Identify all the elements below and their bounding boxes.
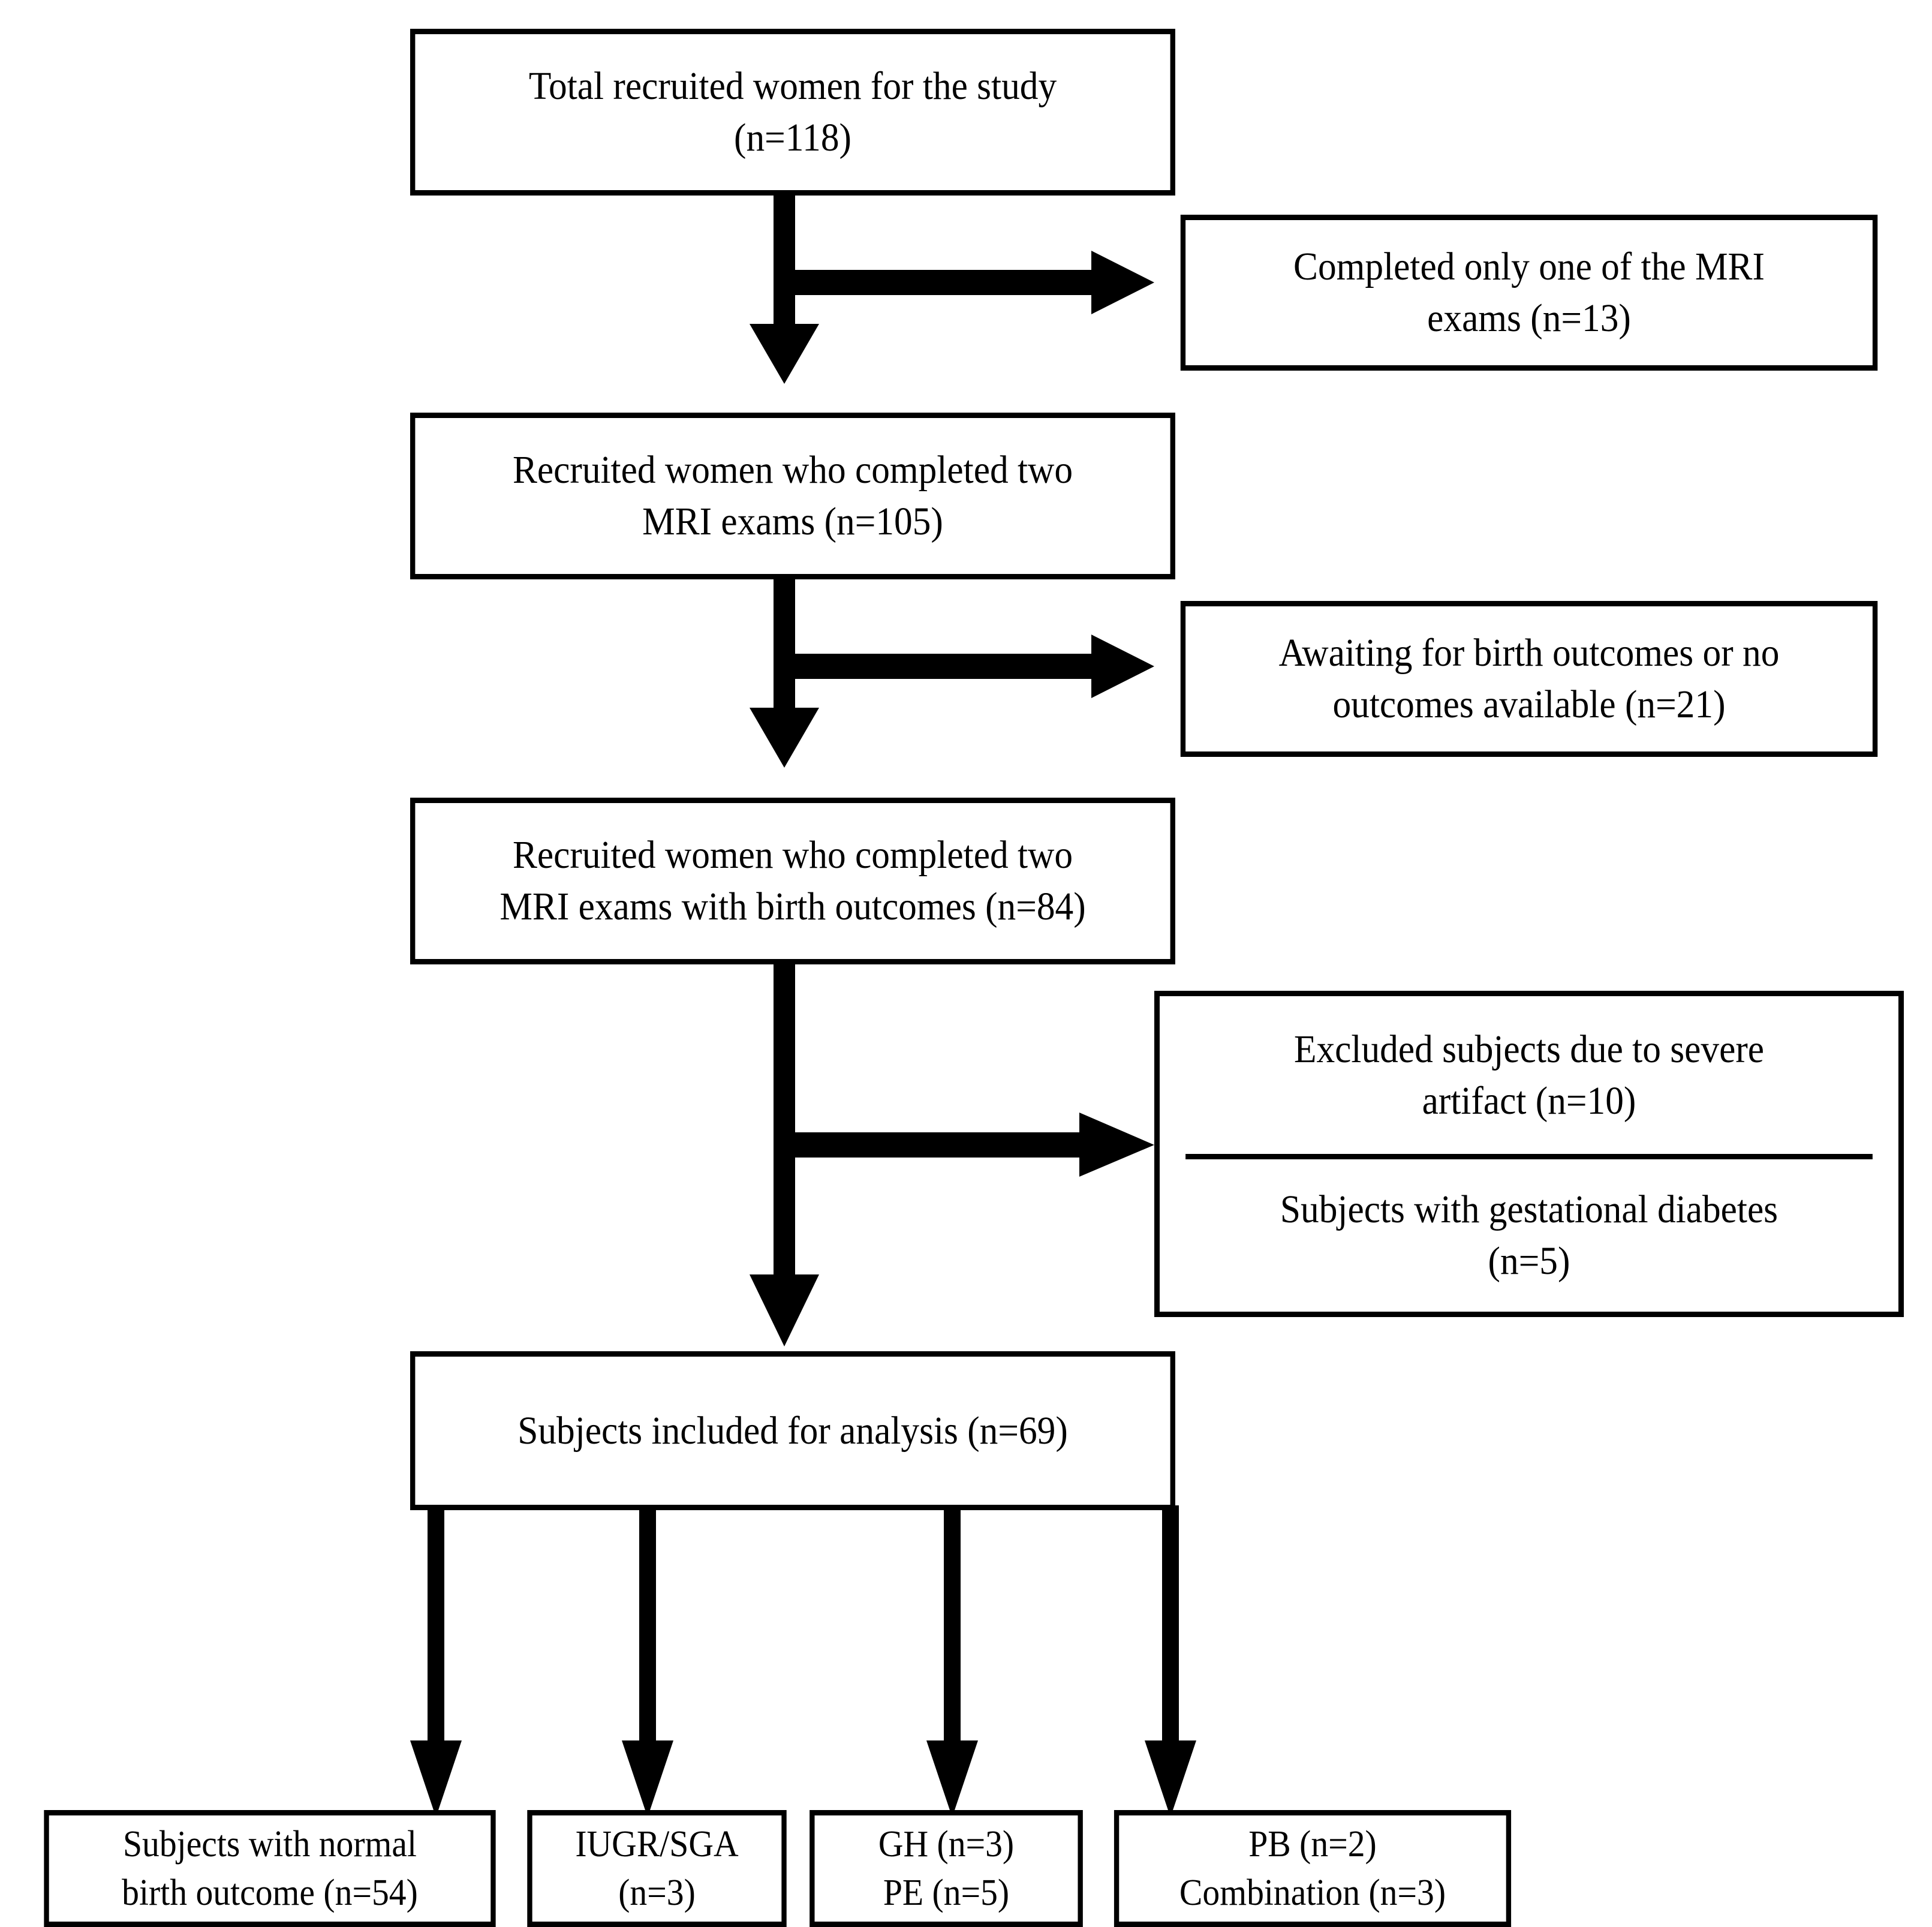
edge-included-to-ghpe [926, 1505, 978, 1817]
edge-two-mri-to-with-outcomes [750, 575, 819, 768]
node-excluded-group[interactable]: Excluded subjects due to severe artifact… [1154, 991, 1904, 1317]
node-completed-one-mri-label: Completed only one of the MRI exams (n=1… [1293, 245, 1765, 340]
node-total-recruited-label: Total recruited women for the study (n=1… [528, 64, 1057, 160]
node-completed-two-mri-label: Recruited women who completed two MRI ex… [512, 448, 1073, 543]
node-completed-one-mri[interactable]: Completed only one of the MRI exams (n=1… [1180, 215, 1878, 371]
edge-with-outcomes-to-included [750, 960, 819, 1346]
edge-included-to-normal [410, 1505, 462, 1817]
node-gestational-diabetes[interactable]: Subjects with gestational diabetes (n=5) [1185, 1154, 1873, 1312]
node-included-for-analysis-label: Subjects included for analysis (n=69) [517, 1408, 1068, 1453]
node-excluded-artifact[interactable]: Excluded subjects due to severe artifact… [1185, 996, 1873, 1154]
node-normal-birth-outcome-label: Subjects with normal birth outcome (n=54… [122, 1823, 418, 1913]
node-two-mri-with-outcomes-label: Recruited women who completed two MRI ex… [499, 833, 1086, 928]
node-completed-two-mri[interactable]: Recruited women who completed two MRI ex… [410, 413, 1175, 579]
node-included-for-analysis[interactable]: Subjects included for analysis (n=69) [410, 1351, 1175, 1510]
node-iugr-sga-label: IUGR/SGA (n=3) [575, 1823, 739, 1913]
edge-total-to-two-mri [750, 191, 819, 384]
node-gh-pe[interactable]: GH (n=3) PE (n=5) [809, 1810, 1083, 1927]
node-pb-combination-label: PB (n=2) Combination (n=3) [1179, 1823, 1446, 1913]
edge-with-outcomes-to-excluded [795, 1113, 1154, 1177]
node-gestational-diabetes-label: Subjects with gestational diabetes (n=5) [1280, 1188, 1778, 1283]
node-gh-pe-label: GH (n=3) PE (n=5) [878, 1823, 1015, 1913]
node-awaiting-outcomes-label: Awaiting for birth outcomes or no outcom… [1278, 631, 1780, 726]
node-normal-birth-outcome[interactable]: Subjects with normal birth outcome (n=54… [44, 1810, 496, 1927]
node-pb-combination[interactable]: PB (n=2) Combination (n=3) [1114, 1810, 1512, 1927]
node-total-recruited[interactable]: Total recruited women for the study (n=1… [410, 29, 1175, 196]
node-two-mri-with-outcomes[interactable]: Recruited women who completed two MRI ex… [410, 798, 1175, 964]
node-awaiting-outcomes[interactable]: Awaiting for birth outcomes or no outcom… [1180, 601, 1878, 757]
flowchart-canvas: Total recruited women for the study (n=1… [44, 29, 1904, 1927]
edge-included-to-iugr [622, 1505, 673, 1817]
edge-included-to-pb [1145, 1505, 1196, 1817]
edge-two-mri-to-awaiting [795, 635, 1154, 698]
edge-total-to-completed-one [795, 251, 1154, 314]
node-excluded-artifact-label: Excluded subjects due to severe artifact… [1293, 1027, 1765, 1123]
node-iugr-sga[interactable]: IUGR/SGA (n=3) [527, 1810, 787, 1927]
